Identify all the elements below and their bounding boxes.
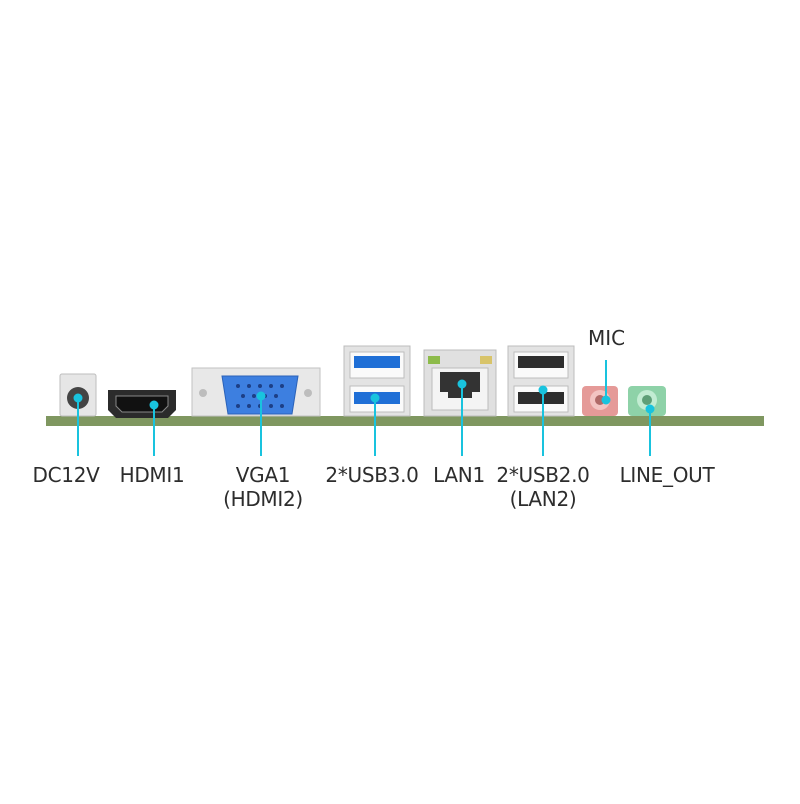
usb3-ports: [343, 345, 411, 417]
usb2-ports: [507, 345, 575, 417]
line-out-jack: [628, 386, 666, 416]
usb3-label: 2*USB3.0: [325, 463, 419, 487]
dc12v-label: DC12V: [32, 463, 100, 487]
vga1-label: VGA1 (HDMI2): [223, 463, 303, 511]
motherboard-edge: [46, 416, 764, 426]
mic-label: MIC: [588, 326, 626, 350]
lan1-label: LAN1: [433, 463, 485, 487]
hdmi-port: [108, 390, 176, 418]
vga-port: [191, 367, 321, 417]
hdmi1-label: HDMI1: [119, 463, 185, 487]
mic-jack: [582, 386, 618, 416]
line-out-label: LINE_OUT: [619, 463, 715, 487]
usb2-label: 2*USB2.0 (LAN2): [496, 463, 590, 511]
